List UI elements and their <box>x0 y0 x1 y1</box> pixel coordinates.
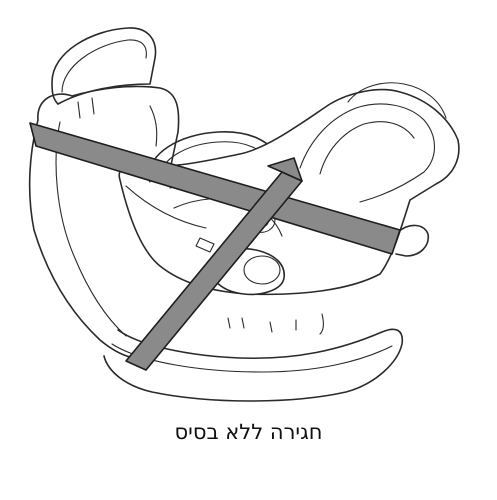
diagram-caption: חגירה ללא בסיס <box>174 420 323 444</box>
seat-vents <box>227 313 324 335</box>
shoulder-belt-anchor <box>267 157 303 182</box>
vehicle-seat-headrest <box>51 27 157 105</box>
car-seat-installation-diagram <box>28 27 460 402</box>
carrier-inner <box>299 103 436 203</box>
vehicle-belt <box>29 122 401 371</box>
vehicle-seat-backrest <box>28 85 180 359</box>
vehicle-seat-cushion <box>103 328 404 402</box>
belt-guide-hook <box>395 224 430 257</box>
vehicle-seat <box>28 27 404 402</box>
carrier-hood <box>347 82 447 119</box>
